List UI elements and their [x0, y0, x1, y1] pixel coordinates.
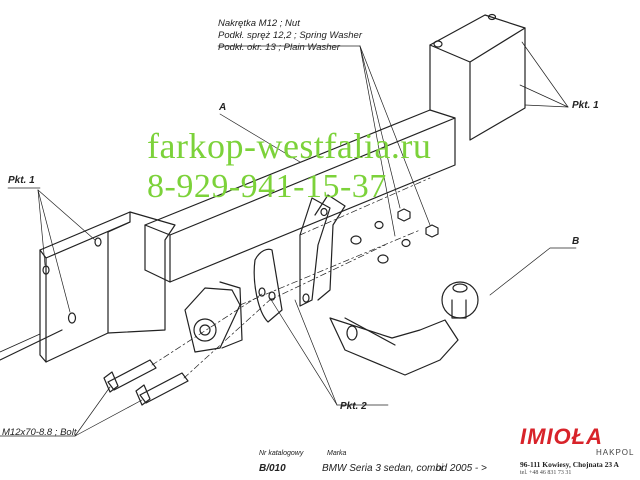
company-logo-sub: HAKPOL: [596, 448, 635, 457]
leader-lines: [0, 41, 577, 437]
callout-spring-washer: Podkł. spręż 12,2 ; Spring Washer: [218, 30, 362, 41]
car-model: BMW Seria 3 sedan, combi: [322, 463, 444, 474]
callout-plain-washer: Podkł. okr. 13 ; Plain Washer: [218, 42, 340, 53]
bumper-beam-line: [0, 329, 63, 361]
ball-neck: [329, 281, 479, 376]
watermark-phone: 8-929-941-15-37: [147, 168, 387, 205]
electric-socket: [184, 281, 243, 353]
left-bracket: [39, 211, 176, 363]
company-tel: tel. +48 46 831 73 31: [520, 470, 572, 476]
company-address: 96-111 Kowiesy, Chojnata 23 A: [520, 460, 619, 469]
watermark-site: farkop-westfalia.ru: [147, 126, 432, 166]
right-bracket: [429, 13, 526, 141]
callout-b: B: [572, 236, 580, 247]
callout-pkt2: Pkt. 2: [340, 401, 367, 412]
callout-pkt1-left: Pkt. 1: [8, 175, 35, 186]
model-years: od 2005 - >: [436, 463, 487, 474]
callout-a: A: [219, 102, 227, 113]
assembly-lines: [151, 177, 431, 379]
bolts: [103, 359, 189, 406]
brand-label: Marka: [327, 450, 347, 457]
catalog-label: Nr katalogowy: [259, 450, 304, 457]
catalog-number: B/010: [259, 463, 286, 474]
ball-mount-plates: [299, 194, 346, 307]
company-logo: IMIOŁA: [520, 424, 603, 449]
callout-pkt1-right: Pkt. 1: [572, 100, 599, 111]
callout-bolt: M12x70-8.8 ; Bolt: [2, 427, 77, 438]
washers-and-nuts: [350, 208, 439, 264]
cross-bar: [144, 109, 456, 283]
callout-nut: Nakrętka M12 ; Nut: [218, 18, 300, 29]
